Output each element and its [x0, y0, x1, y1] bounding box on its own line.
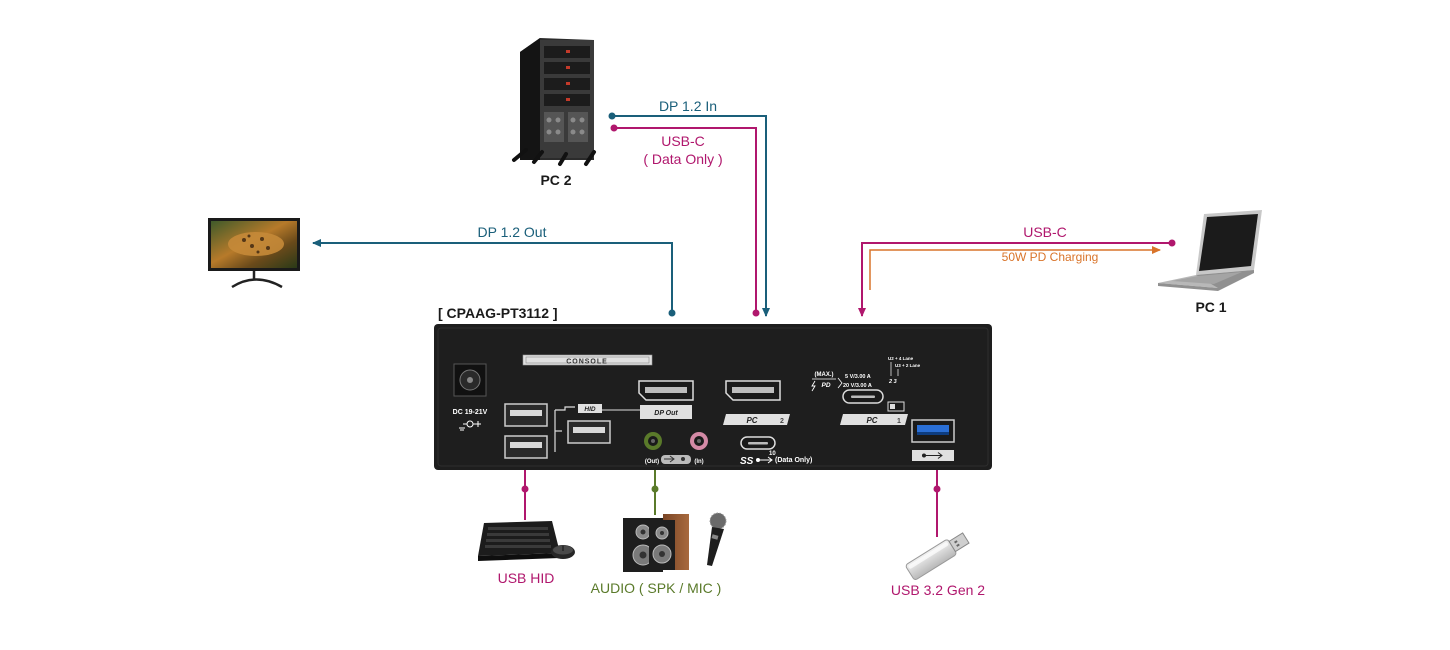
usb-audio-icon: [661, 455, 691, 464]
usb-hid-connection: [521, 470, 529, 520]
kvm-switch-device: DC 19-21V CONSOLE: [434, 324, 992, 470]
console-plate: [522, 354, 653, 366]
audio-dot: [651, 485, 659, 493]
pd-charging-line: [869, 246, 1161, 290]
dp-out-label: DP 1.2 Out: [477, 224, 546, 240]
dp-out-dot: [668, 309, 676, 317]
lane-2-label: U3 + 2 Lane: [895, 363, 921, 368]
dc-power-jack: [453, 363, 487, 397]
tower-server-icon: [512, 38, 596, 166]
lane-switch: [887, 401, 905, 412]
pc1-label: PC 1: [1195, 299, 1226, 315]
usbc-pc2-dot-top: [610, 124, 618, 132]
usb-symbol-icon: [756, 456, 773, 464]
usb-hid-port-top: [504, 403, 548, 427]
hid-dp-out-tag: HID DP Out: [578, 404, 692, 419]
usb32-label: USB 3.2 Gen 2: [891, 582, 985, 598]
usb32-dot: [933, 485, 941, 493]
usbc-pc1-label: USB-C: [1023, 224, 1067, 240]
ss-number: 10: [769, 451, 776, 457]
ss-label: SS: [740, 456, 754, 467]
dp-out-tag-label: DP Out: [654, 410, 678, 417]
audio-in-jack: [690, 432, 708, 450]
hid-tag-label: HID: [584, 406, 596, 413]
usb-hid-label: USB HID: [498, 570, 555, 586]
pc2-label: PC 2: [540, 172, 571, 188]
keyboard-mouse-icon: [478, 521, 575, 561]
usb32-port: [911, 419, 955, 443]
usbc-pc1-dot: [1168, 239, 1176, 247]
usbc-pc1-port: [842, 389, 884, 404]
usbc-pc1-connection: [858, 239, 1176, 317]
dp-in-dot: [608, 112, 616, 120]
audio-in-label: (In): [694, 459, 703, 465]
console-label: CONSOLE: [566, 359, 608, 366]
pc2-tag-number: 2: [780, 418, 784, 425]
audio-connection: [651, 470, 659, 515]
usbc-data-only-label: ( Data Only ): [643, 151, 722, 167]
dp-in-line: [612, 115, 770, 317]
monitor-icon: [208, 218, 300, 289]
dp-out-line: [312, 239, 673, 313]
pd-5v-label: 5 V/3.00 A: [845, 374, 871, 380]
dp-out-connection: [312, 239, 676, 317]
laptop-icon: [1158, 210, 1262, 291]
audio-out-jack: [644, 432, 662, 450]
usb-flash-drive-icon: [905, 532, 970, 580]
pc1-tag-label: PC: [866, 416, 877, 425]
usbc-pc1-line: [858, 242, 1172, 317]
speaker-icon-right: [649, 520, 675, 570]
pc1-port-tag: PC 1: [840, 414, 908, 425]
dp-in-port: [725, 380, 781, 401]
pd-charging-connection: [869, 246, 1161, 290]
usb-hid-port-bottom: [504, 435, 548, 459]
lane-4-label: U2 + 4 Lane: [888, 356, 914, 361]
usb32-connection: [933, 470, 941, 537]
dp-out-port: [638, 380, 694, 401]
dp-in-label: DP 1.2 In: [659, 98, 717, 114]
usbc-pc2-label: USB-C: [661, 133, 705, 149]
audio-out-label: (Out): [645, 459, 659, 465]
pd-charging-label: 50W PD Charging: [1002, 250, 1099, 264]
pd-max-label: (MAX.): [815, 372, 834, 378]
dp-in-connection: [608, 112, 770, 317]
pc2-port-tag: PC 2: [723, 414, 790, 425]
usb-hid-port-middle: [567, 420, 611, 444]
pc1-tag-number: 1: [897, 418, 901, 425]
data-only-label: (Data Only): [775, 457, 812, 464]
device-model-label: [ CPAAG-PT3112 ]: [438, 305, 558, 321]
dc-voltage-label: DC 19-21V: [453, 409, 488, 416]
pd-20v-label: 20 V/3.00 A: [843, 383, 872, 389]
lane-numbers-label: 2 3: [888, 379, 897, 385]
pc2-tag-label: PC: [746, 416, 757, 425]
pd-label: PD: [821, 382, 830, 389]
microphone-icon: [707, 512, 727, 566]
usbc-data-port: [740, 436, 776, 450]
audio-label: AUDIO ( SPK / MIC ): [591, 580, 722, 596]
usbc-pc2-dot-bottom: [752, 309, 760, 317]
usbc-pc2-connection: [610, 124, 760, 317]
usb32-tag: [912, 450, 954, 461]
pd-lightning-icon: [811, 380, 816, 392]
dc-power-icon: [459, 420, 481, 431]
usbc-pc2-line: [614, 127, 757, 313]
usb-hid-dot: [521, 485, 529, 493]
